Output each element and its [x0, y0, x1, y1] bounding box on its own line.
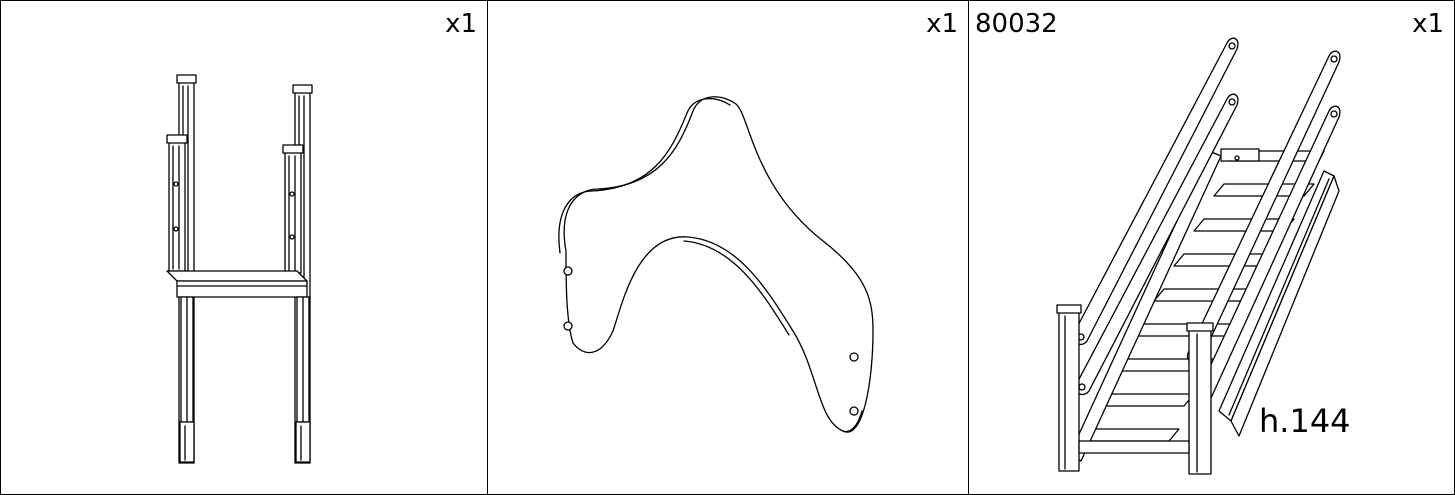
- height-label: h.144: [1259, 402, 1351, 440]
- curved-board-drawing: [558, 96, 874, 433]
- part-code: 80032: [975, 9, 1058, 39]
- staircase-drawing: [1056, 37, 1341, 475]
- right-front-post: [282, 144, 304, 274]
- panel-staircase: 80032 x1 h.144: [968, 1, 1454, 494]
- quantity-label: x1: [1412, 9, 1444, 39]
- lower-legs: [179, 296, 311, 463]
- crossbar: [166, 270, 308, 298]
- posts: [1056, 304, 1214, 475]
- curved-board: [558, 96, 874, 433]
- handrails: [1072, 37, 1341, 414]
- h-frame-drawing: [166, 74, 313, 464]
- screw-holes: [563, 266, 859, 416]
- quantity-label: x1: [926, 9, 958, 39]
- right-stringer: [1218, 170, 1340, 437]
- left-front-post: [166, 134, 188, 272]
- panel-curved-board: x1: [487, 1, 968, 494]
- panel-h-frame: x1: [1, 1, 487, 494]
- quantity-label: x1: [445, 9, 477, 39]
